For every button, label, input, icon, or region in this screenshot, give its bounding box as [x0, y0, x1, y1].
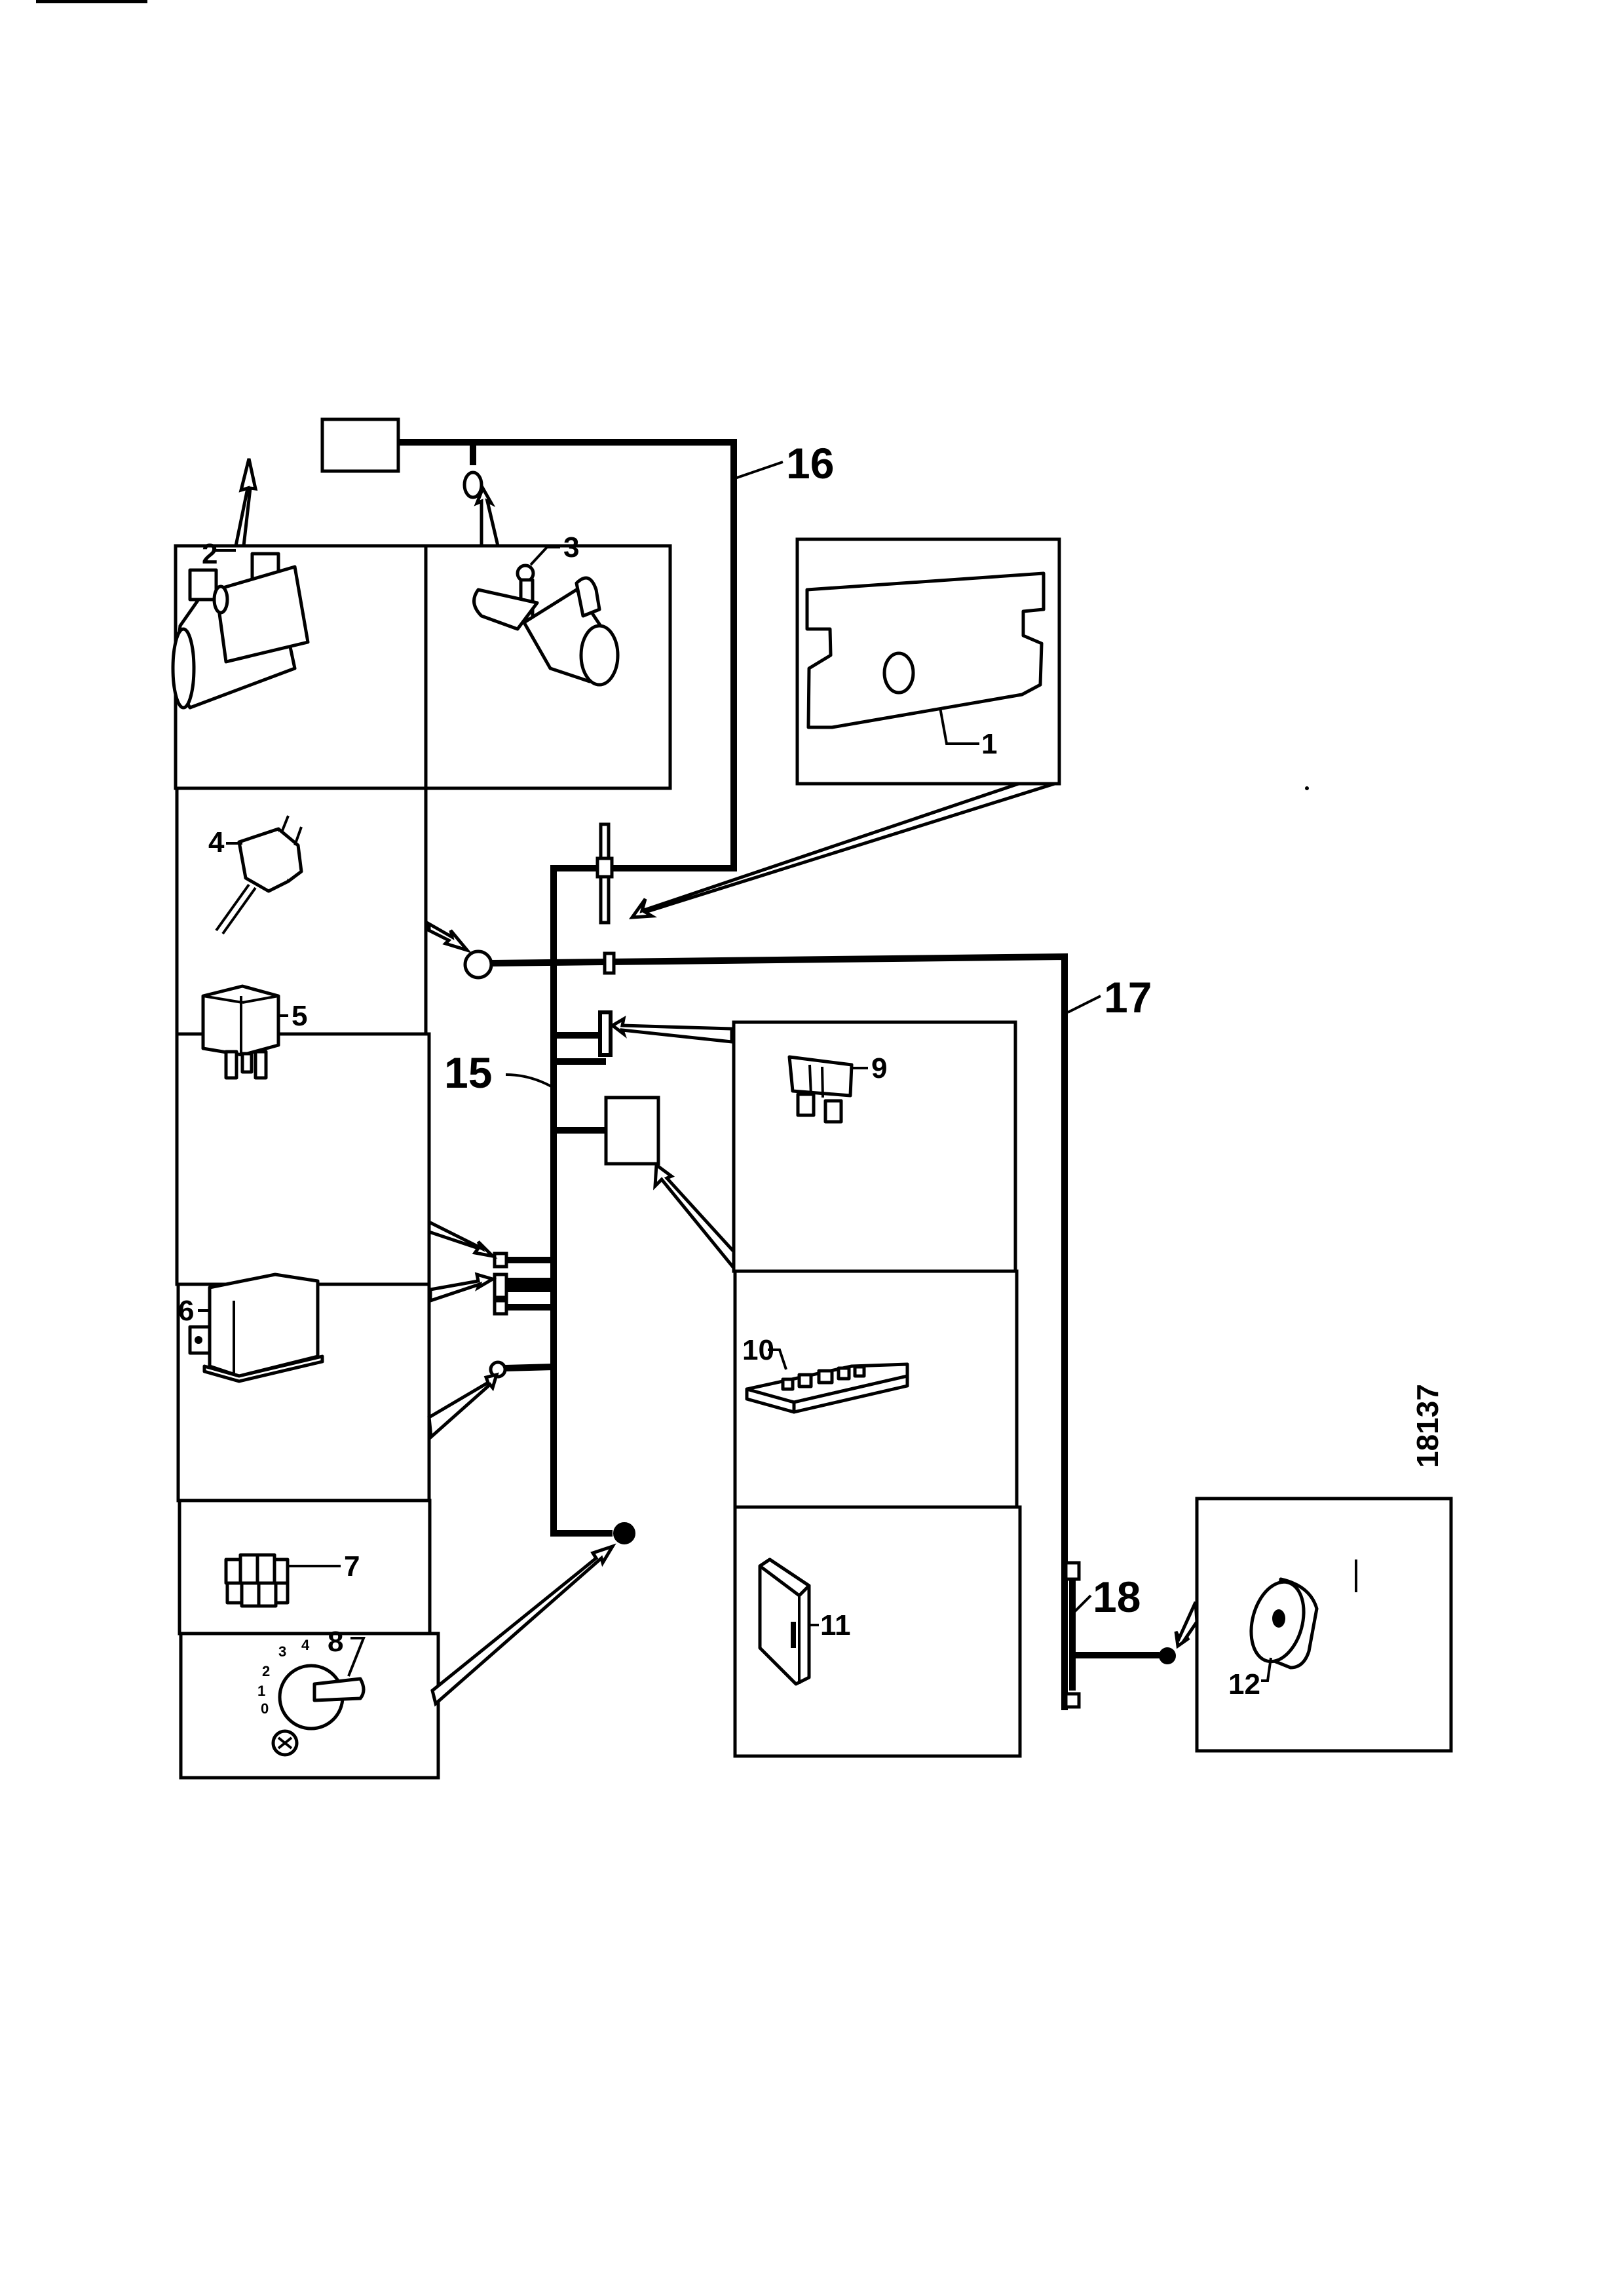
dial-label-3: 3	[278, 1643, 286, 1660]
part-11-drawing	[758, 1558, 811, 1686]
arrow-7-to-connector	[427, 1372, 499, 1441]
header-bar	[36, 0, 147, 3]
drawing-number: 18137	[1410, 1384, 1445, 1468]
arrow-2-to-box	[233, 458, 258, 548]
part-12-drawing	[1249, 1559, 1357, 1670]
connector-18-top	[1064, 1561, 1081, 1581]
arrow-12-to-connector	[1174, 1601, 1199, 1649]
dial-label-4: 4	[301, 1637, 310, 1653]
harness-16-wire	[398, 439, 737, 1537]
connector-box-top	[320, 417, 400, 473]
callout-12: 12	[1228, 1668, 1260, 1700]
relay-6-connector	[493, 1272, 508, 1299]
callout-3: 3	[563, 531, 579, 564]
dial-label-2: 2	[262, 1663, 270, 1679]
callout-6: 6	[178, 1295, 194, 1327]
callout-12-leader	[1261, 1657, 1272, 1682]
arrow-9-to-fuse	[609, 1016, 734, 1044]
arrow-8-to-connector	[430, 1543, 616, 1707]
panel-11	[733, 1505, 1022, 1758]
arrow-10-to-fusebox	[653, 1162, 736, 1273]
panel-8	[179, 1632, 440, 1780]
part-1-hole	[882, 651, 915, 695]
callout-17-leader	[1067, 995, 1101, 1014]
relay-6-multi-wire	[506, 1278, 554, 1292]
callout-16-leader	[734, 461, 784, 480]
callout-1: 1	[981, 728, 997, 760]
panel-5	[175, 1032, 431, 1286]
fusebox-target	[604, 1096, 660, 1166]
part-2-drawing	[171, 552, 310, 710]
callout-18-leader	[1073, 1594, 1092, 1613]
callout-10: 10	[742, 1334, 774, 1366]
connector-16-clip	[595, 856, 614, 879]
callout-11: 11	[820, 1609, 851, 1641]
connector-12-plug	[1159, 1647, 1176, 1664]
arrow-4-to-connector	[427, 921, 472, 953]
part-7-drawing	[224, 1553, 290, 1608]
harness-17-wire	[491, 953, 1068, 1710]
callout-3-leader	[529, 546, 548, 566]
callout-10-leader	[768, 1349, 787, 1370]
dial-label-0: 0	[261, 1700, 269, 1717]
panel-12	[1195, 1497, 1453, 1753]
part-1-drawing	[805, 571, 1046, 729]
part-5-drawing	[201, 984, 280, 1080]
fuse-holder-connector	[598, 1010, 613, 1057]
dial-label-1: 1	[257, 1683, 265, 1699]
panel-1	[795, 537, 1061, 786]
callout-8: 8	[328, 1626, 343, 1658]
arrow-5-to-connector	[427, 1219, 498, 1259]
part-4-drawing	[215, 815, 303, 935]
pump-connector	[463, 470, 483, 499]
callout-17: 17	[1104, 973, 1152, 1022]
callout-1-leader	[939, 707, 979, 745]
part-6-drawing	[188, 1272, 324, 1383]
switch-4-connector	[463, 949, 493, 980]
callout-18: 18	[1093, 1573, 1141, 1621]
callout-8-leader	[347, 1637, 366, 1677]
arrow-6-to-connector	[428, 1272, 497, 1303]
callout-16: 16	[786, 439, 834, 488]
callout-2: 2	[202, 538, 217, 570]
callout-7: 7	[344, 1550, 360, 1582]
part-8-drawing	[271, 1664, 366, 1757]
relay-5-connector	[493, 1252, 508, 1269]
callout-15: 15	[444, 1048, 492, 1097]
callout-4: 4	[208, 826, 225, 858]
arrow-3-to-connector	[474, 484, 500, 548]
relay-6b-connector	[493, 1299, 508, 1316]
callout-15-leader	[505, 1073, 554, 1089]
connector-18-bottom	[1064, 1692, 1081, 1709]
connector-8-plug	[613, 1522, 635, 1544]
part-10-drawing	[745, 1362, 909, 1414]
arrow-1-to-connector	[628, 782, 1055, 919]
speck	[1305, 786, 1309, 790]
part-3-drawing	[472, 564, 620, 687]
callout-5: 5	[292, 1000, 307, 1032]
connector-17-clip	[603, 951, 616, 975]
connector-7-plug	[489, 1360, 507, 1379]
callout-9: 9	[871, 1052, 887, 1084]
part-9-drawing	[787, 1055, 854, 1124]
